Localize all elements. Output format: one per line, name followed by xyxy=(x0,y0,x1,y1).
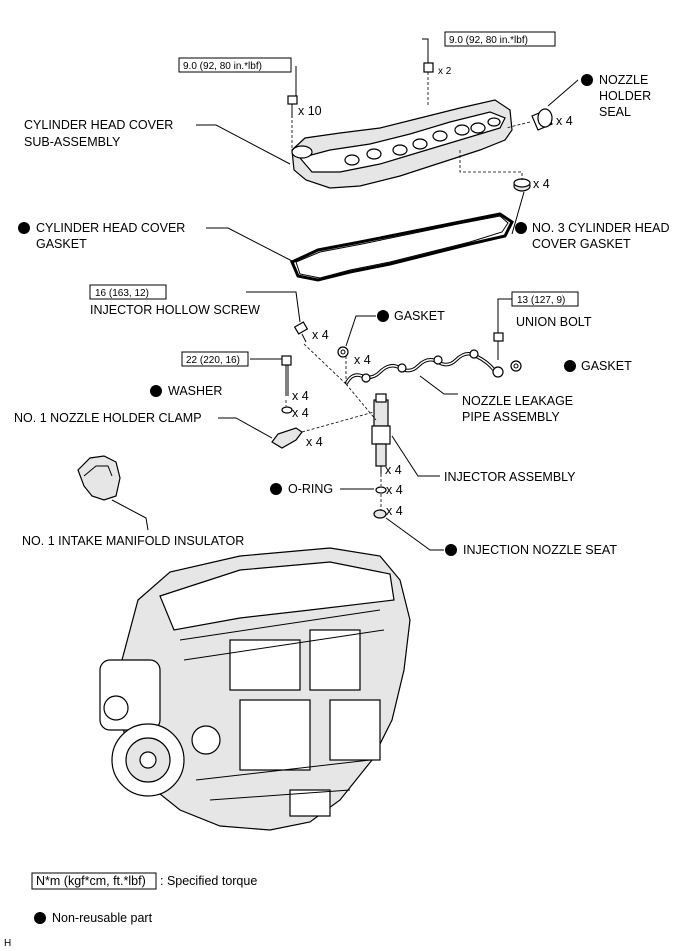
qty-clamp: x 4 xyxy=(306,435,323,449)
torque-box-head-cover-b: 9.0 (92, 80 in.*lbf) xyxy=(444,31,556,47)
corner-code: H xyxy=(4,938,11,949)
label-head-cover-gasket-line2: GASKET xyxy=(36,237,87,251)
torque-box-clamp-bolt: 22 (220, 16) xyxy=(181,351,249,367)
injector-assembly-drawing xyxy=(371,393,391,474)
connector-lines xyxy=(111,38,579,551)
label-no3-gasket-line2: COVER GASKET xyxy=(532,237,631,251)
qty-hollow-screw: x 4 xyxy=(312,328,329,342)
label-cylinder-head-cover-line2: SUB-ASSEMBLY xyxy=(24,135,121,149)
qty-no3-gasket: x 4 xyxy=(533,177,550,191)
label-injector-assembly: INJECTOR ASSEMBLY xyxy=(444,470,576,484)
svg-text:9.0 (92, 80 in.*lbf): 9.0 (92, 80 in.*lbf) xyxy=(183,61,262,72)
label-no3-gasket: NO. 3 CYLINDER HEAD xyxy=(532,221,670,235)
svg-text:9.0 (92, 80 in.*lbf): 9.0 (92, 80 in.*lbf) xyxy=(449,35,528,46)
torque-box-union-bolt: 13 (127, 9) xyxy=(511,291,579,307)
non-reusable-mark-washer xyxy=(150,385,162,397)
washer-drawing xyxy=(281,406,293,414)
legend-torque-box-text: N*m (kgf*cm, ft.*lbf) xyxy=(36,874,146,888)
qty-head-cover-bolt: x 10 xyxy=(298,104,322,118)
qty-injector: x 4 xyxy=(385,463,402,477)
no1-nozzle-holder-clamp-drawing xyxy=(271,427,303,449)
label-washer: WASHER xyxy=(168,384,222,398)
label-o-ring: O-RING xyxy=(288,482,333,496)
gasket-upper-drawing xyxy=(337,346,349,358)
label-nozzle-holder-seal-line3: SEAL xyxy=(599,105,631,119)
clamp-bolt-drawing xyxy=(281,355,292,396)
injection-nozzle-seat-drawing xyxy=(373,509,387,519)
head-cover-nut-drawing xyxy=(423,62,434,73)
legend-torque: N*m (kgf*cm, ft.*lbf) : Specified torque xyxy=(31,872,257,890)
svg-text:13 (127, 9): 13 (127, 9) xyxy=(517,295,565,306)
label-intake-manifold-insulator: NO. 1 INTAKE MANIFOLD INSULATOR xyxy=(22,534,244,548)
cylinder-head-cover-gasket-drawing xyxy=(290,212,514,282)
label-union-bolt: UNION BOLT xyxy=(516,315,592,329)
torque-box-head-cover-a: 9.0 (92, 80 in.*lbf) xyxy=(178,57,292,73)
legend-non-reusable: Non-reusable part xyxy=(34,911,153,925)
qty-nozzle-holder-seal: x 4 xyxy=(556,114,573,128)
label-gasket-right: GASKET xyxy=(581,359,632,373)
label-nozzle-leakage-pipe-line2: PIPE ASSEMBLY xyxy=(462,410,560,424)
qty-clamp-bolt: x 4 xyxy=(292,389,309,403)
svg-text:16 (163, 12): 16 (163, 12) xyxy=(95,288,149,299)
non-reusable-mark-nozzle-holder-seal xyxy=(581,74,593,86)
label-injector-hollow-screw: INJECTOR HOLLOW SCREW xyxy=(90,303,260,317)
gasket-right-drawing xyxy=(510,360,522,372)
torque-box-hollow-screw: 16 (163, 12) xyxy=(89,284,167,300)
legend-torque-text: : Specified torque xyxy=(160,874,257,888)
label-cylinder-head-cover: CYLINDER HEAD COVER xyxy=(24,118,173,132)
cylinder-head-cover-drawing xyxy=(291,99,513,189)
label-injection-nozzle-seat: INJECTION NOZZLE SEAT xyxy=(463,543,617,557)
nozzle-holder-seal-drawing xyxy=(531,108,553,131)
nozzle-leakage-pipe-drawing xyxy=(344,349,504,385)
o-ring-drawing xyxy=(375,486,387,494)
union-bolt-drawing xyxy=(493,332,504,360)
label-nozzle-leakage-pipe: NOZZLE LEAKAGE xyxy=(462,394,573,408)
non-reusable-legend-mark xyxy=(34,912,46,924)
label-nozzle-holder-seal-line2: HOLDER xyxy=(599,89,651,103)
head-cover-bolt-drawing xyxy=(287,95,298,118)
engine-drawing xyxy=(99,547,411,831)
non-reusable-mark-gasket-upper xyxy=(377,310,389,322)
legend-non-reusable-text: Non-reusable part xyxy=(52,911,153,925)
qty-gasket-upper: x 4 xyxy=(354,353,371,367)
svg-text:22 (220, 16): 22 (220, 16) xyxy=(186,355,240,366)
label-gasket-upper: GASKET xyxy=(394,309,445,323)
injector-hollow-screw-drawing xyxy=(293,321,309,343)
non-reusable-mark-no3-gasket xyxy=(515,222,527,234)
non-reusable-mark-head-cover-gasket xyxy=(18,222,30,234)
qty-washer: x 4 xyxy=(292,406,309,420)
non-reusable-mark-nozzle-seat xyxy=(445,544,457,556)
qty-head-cover-nut: x 2 xyxy=(438,66,452,77)
no3-cylinder-head-cover-gasket-drawing xyxy=(513,178,531,192)
label-no1-nozzle-holder-clamp: NO. 1 NOZZLE HOLDER CLAMP xyxy=(14,411,202,425)
non-reusable-mark-o-ring xyxy=(270,483,282,495)
label-nozzle-holder-seal: NOZZLE xyxy=(599,73,648,87)
qty-nozzle-seat: x 4 xyxy=(386,504,403,518)
non-reusable-mark-gasket-right xyxy=(564,360,576,372)
intake-manifold-insulator-drawing xyxy=(77,455,121,501)
qty-o-ring: x 4 xyxy=(386,483,403,497)
label-head-cover-gasket: CYLINDER HEAD COVER xyxy=(36,221,185,235)
